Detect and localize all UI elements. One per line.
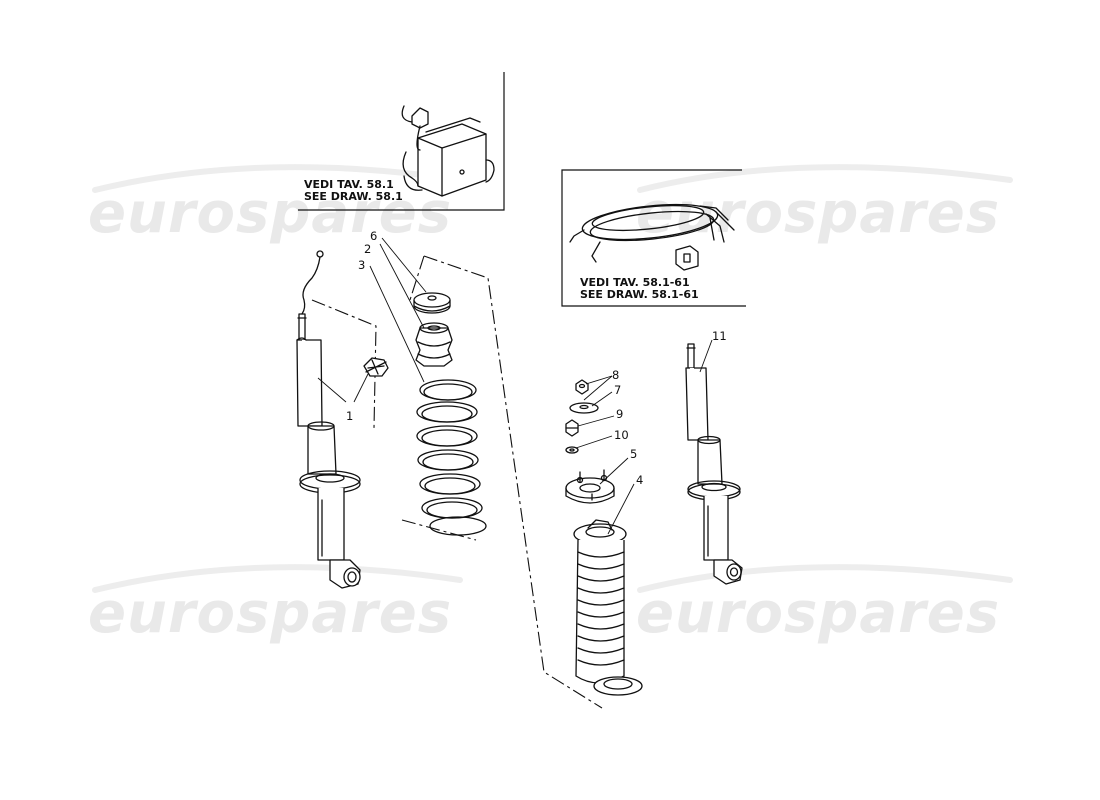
strut-mount	[565, 469, 615, 504]
callout-2: 2	[364, 242, 371, 256]
washer-10	[565, 446, 579, 454]
assembly-lines	[311, 255, 603, 709]
wiring-ref-line2: SEE DRAW. 58.1-61	[580, 288, 699, 301]
coil-spring	[416, 379, 487, 536]
shock-absorber-left	[296, 250, 361, 589]
bump-stop	[415, 322, 453, 367]
callout-numbers: 1 2 3 4 5 6 7 8 9 10 11	[346, 229, 727, 487]
callout-10: 10	[614, 428, 629, 442]
wiring-harness-inset: VEDI TAV. 58.1-61 SEE DRAW. 58.1-61	[561, 169, 746, 307]
callout-4: 4	[636, 473, 643, 487]
callout-1: 1	[346, 409, 353, 423]
callout-3: 3	[358, 258, 365, 272]
control-unit-inset: VEDI TAV. 58.1 SEE DRAW. 58.1	[298, 72, 505, 211]
callout-5: 5	[630, 447, 637, 461]
wiring-ref-line1: VEDI TAV. 58.1-61	[580, 276, 690, 289]
callout-8: 8	[612, 368, 619, 382]
nut-8	[575, 379, 589, 395]
washer-7	[569, 402, 599, 414]
callout-6: 6	[370, 229, 377, 243]
watermark-top-left: eurospares	[88, 181, 452, 246]
watermark-group: eurospares eurospares eurospares eurospa…	[88, 164, 1013, 646]
watermark-bottom-left: eurospares	[88, 581, 452, 646]
callout-7: 7	[614, 383, 621, 397]
control-unit-ref-line2: SEE DRAW. 58.1	[304, 190, 403, 203]
top-cap	[413, 292, 451, 314]
leader-lines	[317, 237, 713, 535]
callout-9: 9	[616, 407, 623, 421]
control-unit-ref-line1: VEDI TAV. 58.1	[304, 178, 394, 191]
watermark-top-right: eurospares	[636, 181, 1000, 246]
shock-absorber-right	[685, 343, 743, 585]
nut-9	[565, 419, 579, 437]
rubber-grommet	[363, 357, 389, 377]
watermark-bottom-right: eurospares	[636, 581, 1000, 646]
dust-boot	[573, 519, 643, 696]
callout-11: 11	[712, 329, 727, 343]
